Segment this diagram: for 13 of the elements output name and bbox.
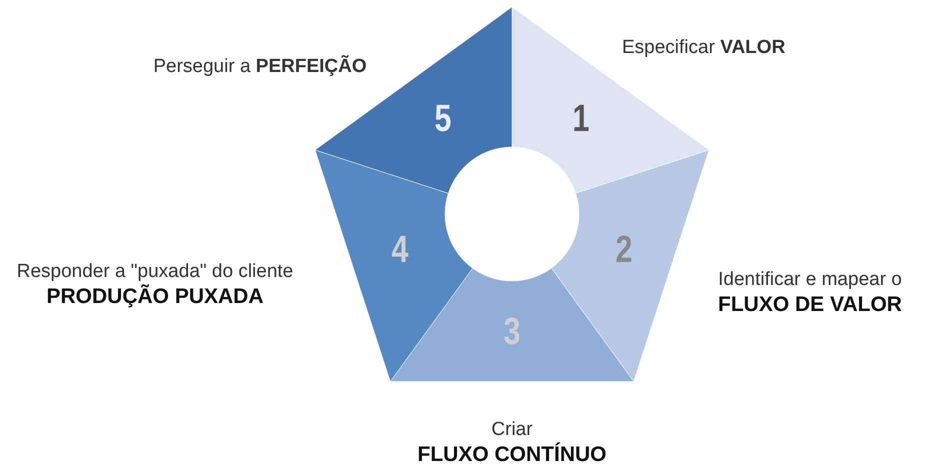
caption-text: Especificar VALOR: [622, 36, 786, 60]
caption-text: Perseguir a PERFEIÇÃO: [152, 55, 368, 79]
step-number: 3: [504, 313, 520, 351]
step-number: 2: [616, 231, 633, 270]
caption-text: Responder a "puxada" do cliente: [16, 260, 294, 284]
caption-text: PRODUÇÃO PUXADA: [45, 284, 264, 310]
caption-text: FLUXO CONTÍNUO: [416, 442, 608, 465]
step-number: 1: [572, 100, 590, 138]
caption-text: FLUXO DE VALOR: [717, 292, 903, 318]
step-number: 4: [391, 231, 408, 270]
caption-text: Criar: [490, 418, 534, 442]
step-number: 5: [434, 100, 452, 138]
caption-text: Identificar e mapear o: [717, 268, 903, 292]
